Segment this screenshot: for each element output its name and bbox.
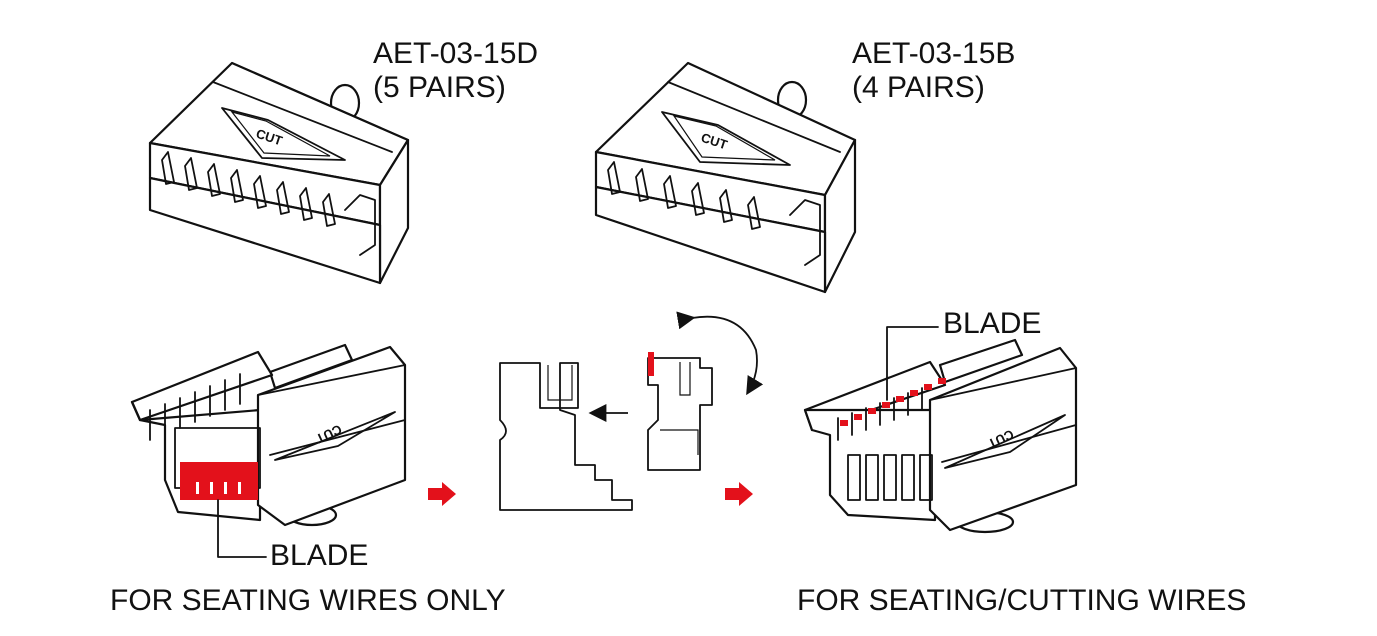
part-number-15b: AET-03-15B	[852, 37, 1016, 70]
pairs-count-15d: (5 PAIRS)	[373, 71, 506, 104]
blade-red-right	[840, 378, 946, 426]
blade-leader-left	[217, 499, 267, 558]
arrow-step-2	[725, 482, 753, 506]
arrow-step-1	[428, 482, 456, 506]
blade-tip-red	[648, 352, 654, 376]
caption-left: FOR SEATING WIRES ONLY	[110, 584, 506, 617]
blade-profile-large	[499, 362, 633, 511]
rotate-arrow	[676, 311, 764, 396]
tool-aet-03-15d: CUT	[148, 61, 410, 285]
blade-red-left	[180, 462, 258, 500]
tool-seating-only: CUT	[130, 343, 407, 558]
blade-label-right: BLADE	[943, 307, 1042, 340]
tool-seating-cutting: CUT	[803, 326, 1078, 534]
blade-profile-small	[647, 352, 713, 471]
caption-right: FOR SEATING/CUTTING WIRES	[797, 584, 1247, 617]
blade-leader-right	[886, 326, 939, 401]
blade-label-left: BLADE	[270, 539, 369, 572]
model-label-left: AET-03-15D (5 PAIRS)	[373, 37, 538, 105]
tool-aet-03-15b: CUT	[594, 61, 857, 294]
pairs-count-15b: (4 PAIRS)	[852, 71, 985, 104]
model-label-right: AET-03-15B (4 PAIRS)	[852, 37, 1015, 105]
part-number-15d: AET-03-15D	[373, 37, 539, 70]
